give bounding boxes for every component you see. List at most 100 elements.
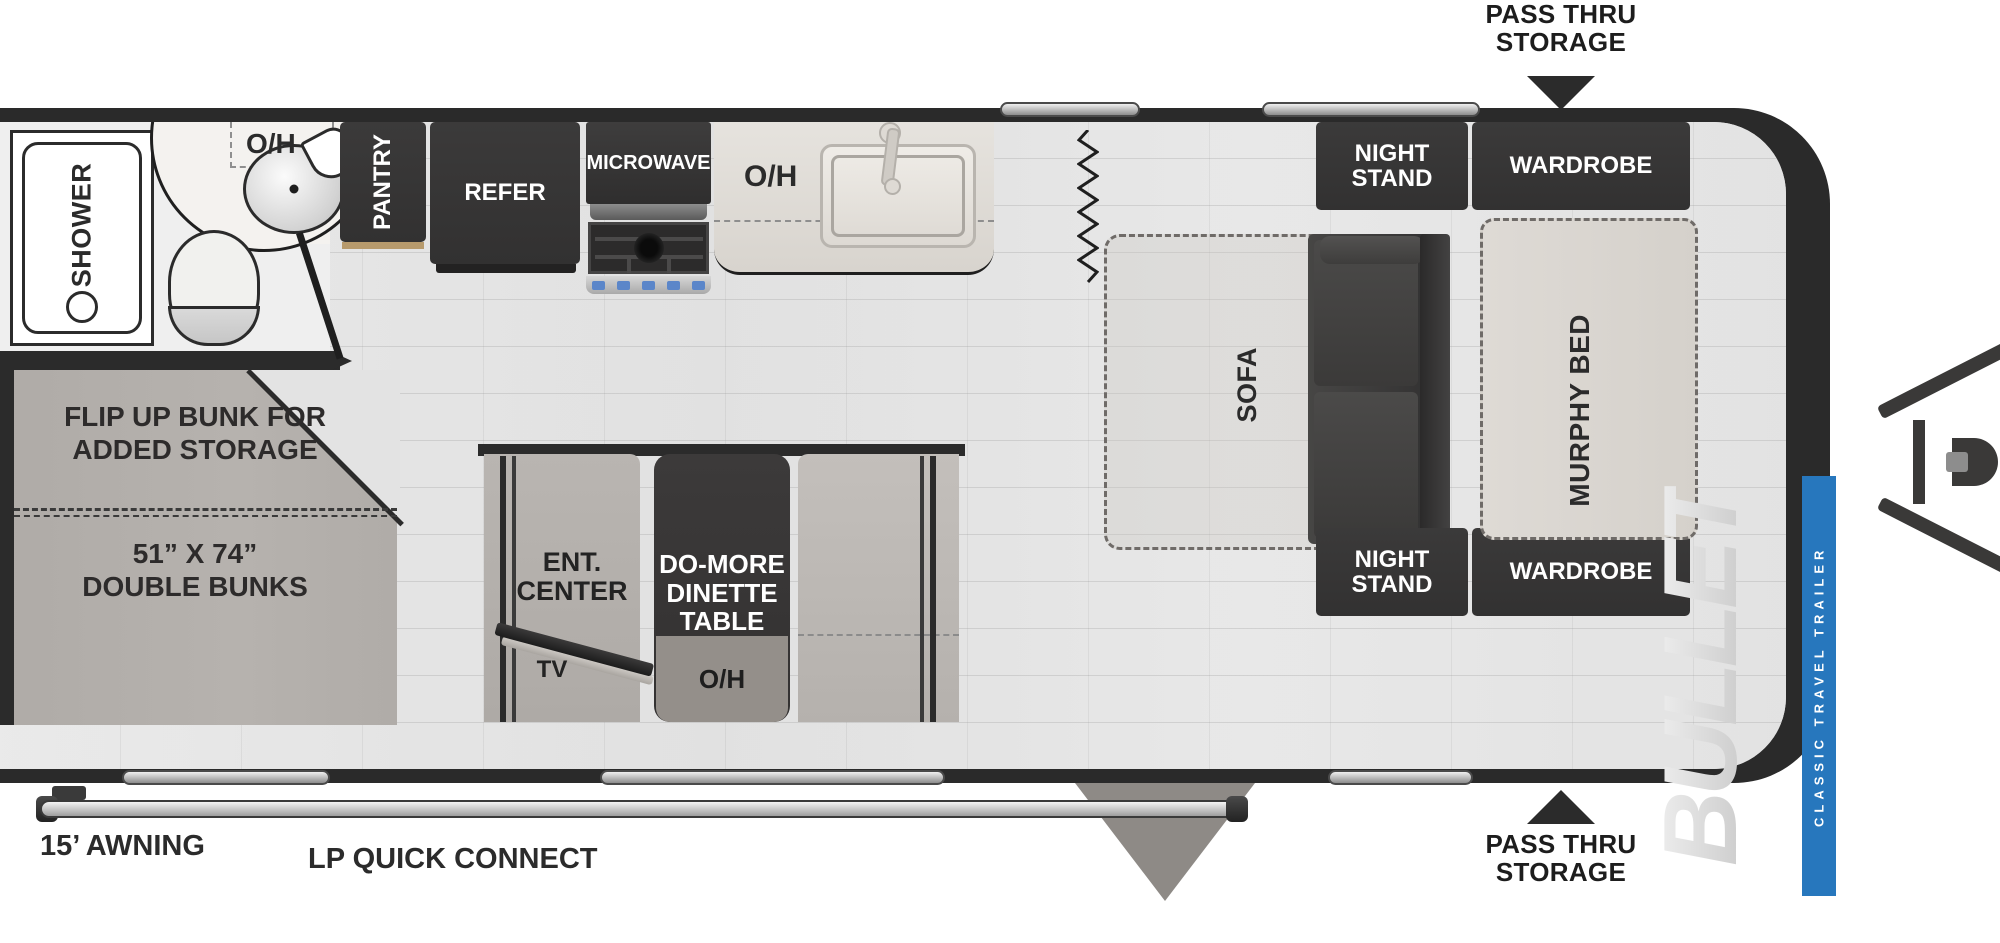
kitchen-overhead-label: O/H <box>744 160 798 193</box>
bathroom: SHOWER O/H <box>0 122 378 354</box>
trailer-shell: SHOWER O/H <box>0 108 1836 896</box>
sofa-cushion <box>1314 392 1418 538</box>
window <box>600 770 945 785</box>
callout-line-1: PASS THRU <box>1485 829 1637 859</box>
sink-drain-icon <box>289 184 299 194</box>
burner-knob-icon <box>692 280 705 290</box>
cooktop-icon <box>588 222 709 274</box>
microwave-lip <box>590 204 707 220</box>
burner-knob-icon <box>617 280 630 290</box>
awning-mount-icon <box>52 786 86 800</box>
refer-label: REFER <box>464 179 546 207</box>
shower-label: SHOWER <box>66 163 97 288</box>
dinette-seat-dashed <box>798 634 959 636</box>
hitch-crossbar <box>1913 420 1925 504</box>
dinette-group: ENT. CENTER TV DO-MORE DINETTE TABLE O/H <box>478 444 965 725</box>
toilet-lid-icon <box>168 306 260 346</box>
bunk-front-wall <box>0 370 14 725</box>
night-stand-label-line-1: NIGHT <box>1354 545 1430 573</box>
murphy-bed-label: MURPHY BED <box>1564 314 1595 507</box>
brand-tagline: CLASSIC TRAVEL TRAILER <box>1811 545 1827 827</box>
bathroom-wall <box>0 351 340 371</box>
bunk-note-line-2: ADDED STORAGE <box>72 434 318 466</box>
bunk-size-note: 51” X 74” DOUBLE BUNKS <box>10 537 380 603</box>
dinette-wall-top <box>478 444 965 456</box>
bunk-divider-dashed <box>14 508 397 511</box>
bunk-divider-dashed-2 <box>14 515 397 517</box>
entertainment-center <box>484 454 640 722</box>
window <box>122 770 330 785</box>
sofa-armrest <box>1320 236 1424 264</box>
dinette-line-2: DINETTE <box>666 577 778 608</box>
sofa-cushion <box>1314 240 1418 386</box>
callout-pass-thru-storage-top: PASS THRU STORAGE <box>1396 0 1726 56</box>
cooktop-controls <box>586 276 711 294</box>
awning-end-cap-right <box>1226 796 1248 822</box>
night-stand-bottom: NIGHT STAND <box>1316 528 1468 616</box>
pantry-label: PANTRY <box>369 134 397 230</box>
dinette-line-3: TABLE <box>679 606 765 637</box>
burner-knob-icon <box>592 280 605 290</box>
tv-label: TV <box>536 656 568 683</box>
sofa-backrest <box>1420 234 1450 544</box>
bath-overhead-label: O/H <box>246 128 296 159</box>
kitchen-sink-basin <box>831 155 965 237</box>
pantry-cabinet: PANTRY <box>340 122 426 242</box>
hitch-arm <box>1876 338 2000 420</box>
callout-line-2: STORAGE <box>1495 857 1627 888</box>
awning-roller <box>40 800 1240 818</box>
pantry-base-trim <box>342 242 424 249</box>
ent-center-label: ENT. CENTER <box>506 547 638 607</box>
murphy-bed <box>1480 218 1698 540</box>
toilet-icon <box>168 230 260 346</box>
burner-icon <box>633 233 664 263</box>
night-stand-top: NIGHT STAND <box>1316 122 1468 210</box>
dinette-seat-rail-2 <box>920 456 924 722</box>
window <box>1262 102 1480 117</box>
awning-label: 15’ AWNING <box>40 830 205 862</box>
wardrobe-label: WARDROBE <box>1509 558 1653 586</box>
sofa-label: SOFA <box>1232 347 1262 423</box>
callout-line-1: PASS THRU <box>1485 0 1637 29</box>
dinette-overhead-label: O/H <box>656 636 788 722</box>
night-stand-label-line-2: STAND <box>1351 571 1433 598</box>
arrow-down-icon <box>1527 76 1595 110</box>
kitchen-faucet-base-icon <box>884 178 901 195</box>
grate-bar <box>667 255 671 273</box>
brand-badge: BULLET CLASSIC TRAVEL TRAILER <box>1643 268 1856 896</box>
interior-area: SHOWER O/H <box>0 122 1786 769</box>
sofa-extended-outline <box>1104 234 1319 550</box>
brand-accent-bar <box>1802 476 1836 896</box>
shower-pan: SHOWER <box>10 130 154 346</box>
microwave: MICROWAVE <box>586 122 711 204</box>
wardrobe-label: WARDROBE <box>1509 152 1653 180</box>
lp-quick-connect-label: LP QUICK CONNECT <box>308 843 598 875</box>
bunk-type-label: DOUBLE BUNKS <box>82 571 308 603</box>
burner-knob-icon <box>667 280 680 290</box>
hitch-coupler-pin-icon <box>1946 452 1968 472</box>
dinette-seat-rail <box>930 456 936 722</box>
wardrobe-bottom: WARDROBE <box>1472 528 1690 616</box>
bunk-storage-note: FLIP UP BUNK FOR ADDED STORAGE <box>10 400 380 466</box>
wardrobe-top: WARDROBE <box>1472 122 1690 210</box>
grate-bar <box>627 255 631 273</box>
window <box>1000 102 1140 117</box>
microwave-label: MICROWAVE <box>586 151 711 174</box>
night-stand-label-line-1: NIGHT <box>1354 139 1430 167</box>
ent-center-rail-2 <box>512 456 516 722</box>
ent-center-line-2: CENTER <box>516 576 628 607</box>
arrow-up-icon <box>1527 790 1595 824</box>
dinette-line-1: DO-MORE <box>659 549 785 579</box>
bunk-note-line-1: FLIP UP BUNK FOR <box>64 401 326 432</box>
refrigerator-base <box>436 264 576 273</box>
bunk-size-label: 51” X 74” <box>132 538 258 569</box>
ent-center-rail <box>500 456 506 722</box>
grate-bar <box>595 237 641 241</box>
shower-drain-icon <box>66 291 98 323</box>
refrigerator: REFER <box>430 122 580 264</box>
night-stand-label-line-2: STAND <box>1351 165 1433 192</box>
window <box>1328 770 1473 785</box>
grate-bar <box>657 237 703 241</box>
slide-out-seam-icon <box>1077 130 1099 284</box>
